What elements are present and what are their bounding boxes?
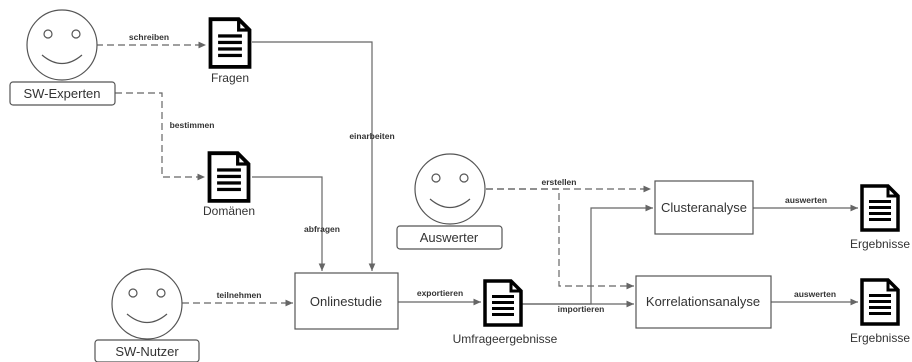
process-label-korrelationsanalyse: Korrelationsanalyse	[646, 294, 760, 309]
smiley-face-icon	[414, 153, 486, 225]
document-icon	[860, 184, 900, 232]
actor-sw-experten: SW-Experten	[9, 9, 116, 106]
edge-label-einarbeiten: einarbeiten	[349, 131, 394, 141]
document-ergebnisse-2: Ergebnisse	[850, 278, 910, 345]
document-label-ergebnisse-2: Ergebnisse	[850, 331, 910, 345]
edge-auswerten-2: auswerten	[771, 289, 858, 306]
edge-label-teilnehmen: teilnehmen	[217, 290, 262, 300]
document-umfrageergebnisse: Umfrageergebnisse	[453, 279, 558, 346]
edge-abfragen: abfragen	[252, 176, 340, 271]
document-icon	[211, 19, 250, 67]
actor-label-auswerter: Auswerter	[420, 230, 479, 245]
edge-label-abfragen: abfragen	[304, 224, 340, 234]
document-fragen: Fragen	[211, 19, 250, 85]
edge-importieren: importieren	[520, 204, 653, 314]
actor-label-box	[396, 225, 503, 250]
process-korrelationsanalyse: Korrelationsanalyse	[635, 275, 772, 329]
actor-label-box	[94, 339, 200, 362]
document-label-ergebnisse-1: Ergebnisse	[850, 237, 910, 251]
edge-bestimmen: bestimmen	[115, 92, 215, 181]
edge-label-erstellen: erstellen	[542, 177, 577, 187]
process-label-onlinestudie: Onlinestudie	[310, 294, 382, 309]
edge-label-bestimmen: bestimmen	[170, 120, 215, 130]
document-icon	[860, 278, 900, 326]
document-label-fragen: Fragen	[211, 71, 249, 85]
actor-auswerter: Auswerter	[396, 153, 503, 250]
document-icon	[210, 153, 249, 201]
document-domaenen: Domänen	[203, 153, 255, 218]
edge-label-auswerten-2: auswerten	[794, 289, 836, 299]
smiley-face-icon	[111, 268, 183, 340]
document-ergebnisse-1: Ergebnisse	[850, 184, 910, 251]
document-icon	[483, 279, 523, 327]
smiley-face-icon	[26, 9, 98, 81]
edge-label-exportieren: exportieren	[417, 288, 463, 298]
edge-schreiben: schreiben	[96, 32, 206, 49]
edge-einarbeiten: einarbeiten	[252, 41, 395, 271]
process-clusteranalyse: Clusteranalyse	[654, 180, 754, 235]
process-label-clusteranalyse: Clusteranalyse	[661, 200, 747, 215]
actor-label-box	[9, 81, 116, 106]
actor-label-sw-nutzer: SW-Nutzer	[115, 344, 179, 359]
edge-teilnehmen: teilnehmen	[182, 290, 293, 307]
actor-sw-nutzer: SW-Nutzer	[94, 268, 200, 362]
process-onlinestudie: Onlinestudie	[294, 272, 399, 330]
edge-label-auswerten-1: auswerten	[785, 195, 827, 205]
edge-exportieren: exportieren	[398, 288, 481, 306]
edge-erstellen: erstellen	[486, 177, 651, 290]
edge-label-importieren: importieren	[558, 304, 605, 314]
document-label-domaenen: Domänen	[203, 204, 255, 218]
document-label-umfrageergebnisse: Umfrageergebnisse	[453, 332, 558, 346]
actor-label-sw-experten: SW-Experten	[23, 86, 100, 101]
edge-label-schreiben: schreiben	[129, 32, 169, 42]
edge-auswerten-1: auswerten	[753, 195, 858, 212]
